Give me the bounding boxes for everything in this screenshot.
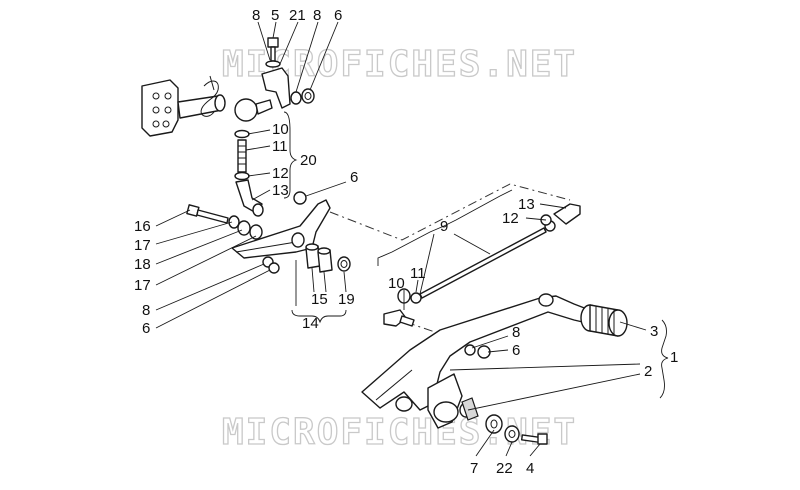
- label-20: 20: [300, 152, 317, 169]
- label-13-upper: 13: [272, 182, 289, 199]
- label-5: 5: [271, 7, 279, 24]
- label-13-right: 13: [518, 196, 535, 213]
- label-12-upper: 12: [272, 165, 289, 182]
- footrest-plate: [141, 79, 226, 137]
- label-7: 7: [470, 460, 478, 477]
- brace-14: [291, 309, 347, 324]
- label-15: 15: [311, 291, 328, 308]
- label-8-left: 8: [142, 302, 150, 319]
- brace-1: [659, 319, 669, 399]
- label-19: 19: [338, 291, 355, 308]
- label-11-right: 11: [410, 265, 426, 282]
- bushings: [305, 243, 351, 273]
- label-16: 16: [134, 218, 151, 235]
- label-1: 1: [670, 349, 678, 366]
- label-6-top: 6: [334, 7, 342, 24]
- axis-line-upper: [329, 183, 571, 241]
- label-17-lower: 17: [134, 277, 151, 294]
- label-14: 14: [302, 315, 319, 332]
- pedal-grip: [580, 304, 628, 337]
- label-12-right: 12: [502, 210, 519, 227]
- label-6-right: 6: [512, 342, 520, 359]
- label-22: 22: [496, 460, 513, 477]
- label-8-right: 8: [512, 324, 520, 341]
- watermark-bottom: MICROFICHES.NET: [222, 412, 577, 453]
- label-21: 21: [289, 7, 306, 24]
- label-2: 2: [644, 363, 652, 380]
- label-6-mid: 6: [350, 169, 358, 186]
- gear-pedal: [361, 293, 601, 429]
- upper-lever: [261, 37, 315, 109]
- label-18: 18: [134, 256, 151, 273]
- label-9: 9: [440, 218, 448, 235]
- brace-20: [283, 111, 298, 199]
- label-4: 4: [526, 460, 534, 477]
- linkage-rod-upper: [234, 129, 264, 217]
- label-10-upper: 10: [272, 121, 289, 138]
- gear-lever-lower: [231, 191, 331, 274]
- bolt-left: [186, 204, 263, 240]
- label-10-right: 10: [388, 275, 405, 292]
- shift-rod: [383, 203, 581, 327]
- ball-joint-top: [234, 98, 273, 122]
- label-11-upper: 11: [272, 138, 288, 155]
- label-6-left: 6: [142, 320, 150, 337]
- leader-lines: [155, 21, 647, 457]
- label-8-top: 8: [252, 7, 260, 24]
- label-8-top-right: 8: [313, 7, 321, 24]
- spring-clip: [200, 75, 219, 117]
- label-3: 3: [650, 323, 658, 340]
- brace-9: [377, 189, 513, 266]
- label-17-upper: 17: [134, 237, 151, 254]
